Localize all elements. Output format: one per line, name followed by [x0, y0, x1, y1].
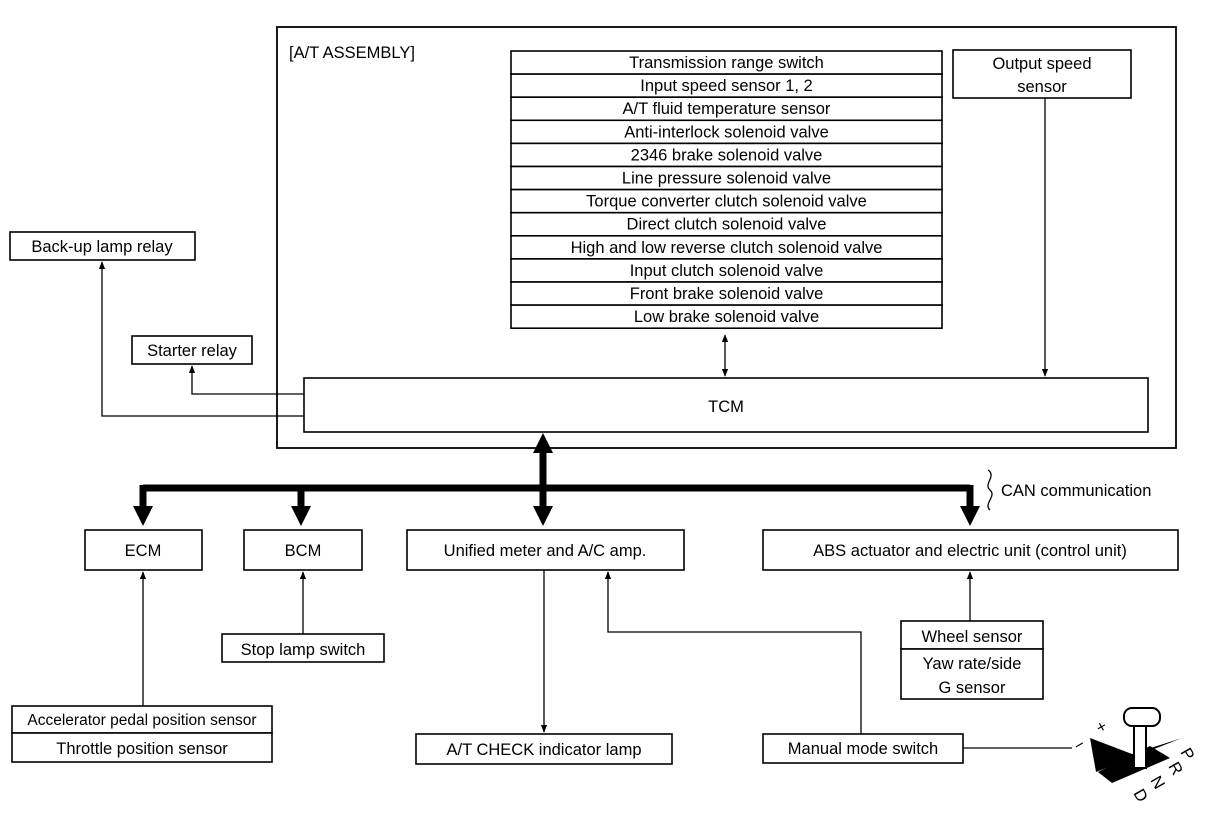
yaw-sensor-label-1: Yaw rate/side	[923, 655, 1022, 673]
backup-lamp-relay-label: Back-up lamp relay	[31, 238, 173, 256]
backup-lamp-relay-box	[9, 231, 196, 261]
component-label: High and low reverse clutch solenoid val…	[571, 239, 883, 257]
component-label: Torque converter clutch solenoid valve	[586, 193, 867, 211]
shifter-pos-n: N	[1147, 773, 1169, 792]
tcm-label: TCM	[708, 398, 744, 416]
shift-lever-illustration: + − P R N D	[1071, 707, 1198, 805]
shifter-pos-r: R	[1165, 759, 1187, 778]
at-check-lamp-box	[415, 733, 673, 765]
shifter-minus: −	[1071, 735, 1088, 755]
wheel-sensor-box	[900, 620, 1044, 650]
throttle-sensor-label: Throttle position sensor	[56, 740, 228, 758]
ecm-label: ECM	[125, 542, 162, 560]
at-assembly-title: [A/T ASSEMBLY]	[289, 44, 415, 62]
component-label: Direct clutch solenoid valve	[627, 216, 827, 234]
component-label: Anti-interlock solenoid valve	[624, 123, 829, 141]
can-label: CAN communication	[1001, 482, 1151, 500]
abs-label: ABS actuator and electric unit (control …	[813, 542, 1127, 560]
stop-lamp-switch-box	[221, 633, 385, 663]
output-speed-sensor-label-1: Output speed	[992, 55, 1091, 73]
component-row	[510, 304, 943, 330]
component-label: Input clutch solenoid valve	[630, 262, 824, 280]
starter-relay-label: Starter relay	[147, 342, 238, 360]
can-arrow-meter	[533, 506, 553, 526]
can-arrow-tcm	[533, 433, 553, 453]
component-label: Transmission range switch	[629, 54, 824, 72]
can-arrow-ecm	[133, 506, 153, 526]
accel-pedal-sensor-box	[11, 705, 273, 734]
yaw-sensor-label-2: G sensor	[939, 679, 1006, 697]
shifter-plus: +	[1093, 717, 1110, 737]
abs-box	[762, 529, 1179, 571]
output-speed-sensor-label-2: sensor	[1017, 78, 1067, 96]
wheel-sensor-label: Wheel sensor	[922, 628, 1023, 646]
tcm-box	[303, 377, 1149, 433]
manual-mode-to-meter	[604, 571, 862, 734]
component-label: A/T fluid temperature sensor	[623, 100, 831, 118]
component-label: Front brake solenoid valve	[630, 285, 824, 303]
component-label: Input speed sensor 1, 2	[640, 77, 812, 95]
bcm-box	[243, 529, 363, 571]
ecm-box	[84, 529, 203, 571]
bcm-label: BCM	[285, 542, 322, 560]
at-assembly-frame	[276, 26, 1177, 449]
manual-mode-switch-label: Manual mode switch	[788, 740, 938, 758]
component-label: 2346 brake solenoid valve	[631, 146, 823, 164]
tcm-to-starter-relay	[188, 365, 304, 395]
yaw-sensor-box	[900, 648, 1044, 700]
meter-box	[406, 529, 685, 571]
stop-lamp-switch-label: Stop lamp switch	[241, 641, 366, 659]
tcm-to-backup-relay	[98, 261, 304, 417]
can-label-leader	[987, 469, 993, 511]
at-check-lamp-label: A/T CHECK indicator lamp	[446, 741, 641, 759]
can-arrow-bcm	[291, 506, 311, 526]
accel-pedal-sensor-label: Accelerator pedal position sensor	[27, 712, 256, 729]
output-speed-sensor-box	[952, 49, 1132, 99]
component-label: Line pressure solenoid valve	[622, 170, 831, 188]
component-label: Low brake solenoid valve	[634, 308, 819, 326]
throttle-sensor-box	[11, 732, 273, 763]
starter-relay-box	[131, 335, 253, 365]
shifter-pos-d: D	[1130, 786, 1152, 805]
meter-label: Unified meter and A/C amp.	[444, 542, 647, 560]
can-arrow-abs	[960, 506, 980, 526]
